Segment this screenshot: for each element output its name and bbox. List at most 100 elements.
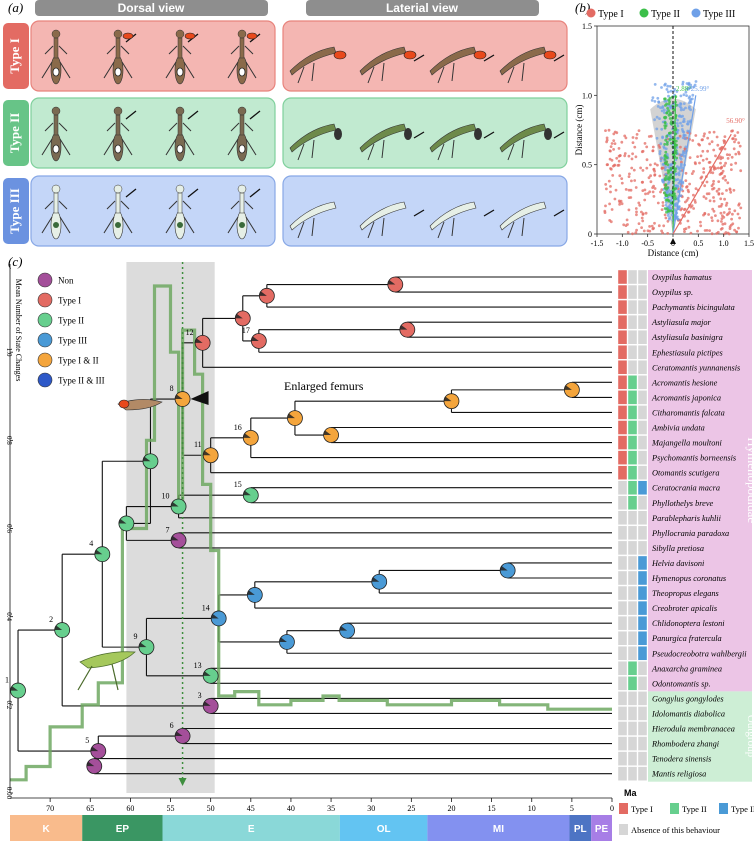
point-type1 (684, 179, 688, 183)
mantis-leg (41, 138, 53, 156)
node-pie-slice (339, 626, 348, 631)
matrix-cell (627, 540, 638, 556)
mantis-head (175, 184, 185, 194)
matrix-cell (627, 600, 638, 616)
point-type1 (727, 232, 731, 236)
point-type2 (663, 158, 667, 161)
lateral-header-bar (306, 0, 539, 16)
point-type1 (604, 129, 607, 133)
point-type1 (605, 136, 609, 140)
point-type1 (648, 225, 651, 228)
point-type1 (694, 187, 698, 191)
orange-femur (118, 399, 130, 409)
legend-swatch (37, 332, 53, 348)
point-type1 (617, 154, 621, 158)
movement-arrow (483, 209, 495, 217)
point-type1 (733, 140, 736, 144)
point-type1 (707, 192, 711, 196)
y-tick-label: 0 (588, 230, 592, 239)
node-pie-slice (118, 518, 127, 524)
point-type2 (664, 104, 667, 107)
matrix-cell (637, 676, 648, 691)
point-type1 (630, 179, 633, 183)
mantis-leg (381, 139, 385, 159)
epoch-label: PL (574, 824, 587, 835)
node-pie-slice (323, 430, 332, 436)
point-type2 (664, 183, 668, 187)
matrix-cell (627, 435, 638, 450)
point-type1 (628, 172, 631, 176)
mantis-leg (521, 62, 525, 82)
point-type1 (737, 141, 741, 145)
point-type2 (668, 111, 672, 115)
point-type1 (686, 219, 690, 223)
taxon-label: Ceratocrania macra (652, 484, 720, 493)
point-type3 (653, 100, 657, 103)
angle-line-type2 (672, 95, 677, 235)
point-type1 (610, 208, 614, 211)
point-type1 (689, 205, 693, 209)
node-number: 12 (186, 328, 194, 337)
point-type1 (604, 183, 608, 186)
point-type3 (663, 99, 667, 103)
point-type2 (665, 174, 668, 178)
point-type1 (733, 134, 737, 138)
taxon-label: Tenodera sinensis (652, 755, 711, 764)
matrix-cell (617, 631, 628, 646)
point-type1 (714, 154, 717, 158)
point-type1 (714, 214, 717, 218)
point-type3 (661, 135, 664, 139)
taxon-label: Helvia davisoni (651, 559, 705, 568)
matrix-cell (617, 405, 628, 420)
point-type1 (717, 192, 721, 196)
mantis-leg (168, 122, 178, 132)
point-type2 (668, 117, 672, 120)
point-type1 (611, 174, 615, 177)
mantis-head (113, 106, 123, 116)
point-type1 (685, 199, 689, 202)
point-type3 (667, 94, 670, 98)
point-type1 (649, 134, 653, 138)
movement-arrow (483, 131, 495, 139)
mantis-leg (182, 122, 192, 132)
matrix-cell (627, 269, 638, 285)
mantis-leg (451, 217, 455, 237)
point-type3 (675, 90, 679, 93)
mantis-leg (165, 216, 177, 234)
point-type1 (688, 156, 692, 160)
taxon-label: Citharomantis falcata (652, 408, 725, 417)
mantis-lateral-body (359, 201, 407, 231)
point-type1 (652, 184, 655, 188)
matrix-cell (617, 661, 628, 676)
mantis-leg (41, 216, 53, 234)
matrix-legend-label: Absence of this behaviour (631, 825, 720, 835)
point-type1 (738, 144, 742, 148)
point-type1 (710, 184, 714, 188)
matrix-cell (617, 615, 628, 631)
point-type1 (726, 181, 730, 185)
point-type1 (736, 212, 740, 216)
point-type1 (648, 190, 652, 194)
mantis-leg (59, 61, 71, 79)
legend-label: Type I (58, 296, 81, 306)
point-type3 (678, 105, 682, 108)
point-type1 (663, 213, 667, 217)
matrix-cell (617, 435, 628, 450)
point-type1 (694, 162, 697, 166)
point-type1 (635, 136, 638, 140)
mantis-thorax (239, 37, 245, 59)
point-type1 (643, 188, 647, 192)
point-type1 (637, 129, 641, 133)
point-type1 (624, 188, 628, 191)
point-type1 (724, 161, 727, 165)
matrix-cell (627, 766, 638, 781)
point-type1 (734, 152, 738, 156)
mantis-leg (58, 122, 68, 132)
mantis-leg (44, 200, 54, 210)
point-type2 (664, 124, 668, 128)
point-type1 (720, 202, 724, 206)
mantis-head (237, 29, 247, 39)
matrix-cell (637, 314, 648, 330)
matrix-cell (617, 555, 628, 571)
epoch-label: K (43, 824, 51, 835)
